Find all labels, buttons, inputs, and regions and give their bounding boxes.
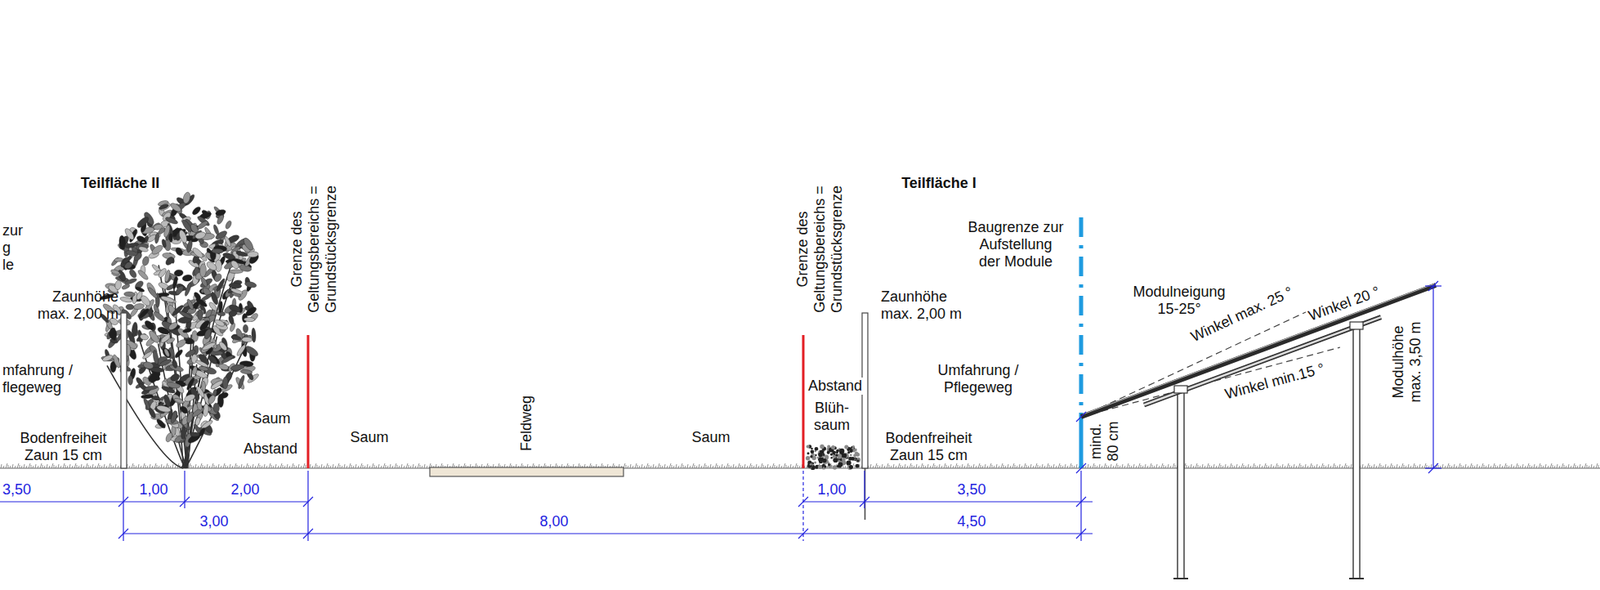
flower-strip <box>805 444 861 470</box>
field-path <box>429 467 624 477</box>
building-line <box>1079 412 1084 469</box>
hedge-shrub <box>98 191 260 469</box>
annotation: Zaunhöhe max. 2,00 m <box>880 288 971 323</box>
module-post <box>1177 391 1185 579</box>
section-title: Teilfläche I <box>901 174 977 193</box>
annotation: Feldweg <box>518 395 536 452</box>
dimension-value: 1,00 <box>817 481 846 499</box>
annotation: Saum <box>349 429 389 447</box>
dimension-value: 8,00 <box>539 513 568 531</box>
dimension-value: 3,50 <box>2 481 32 499</box>
annotation: Abstand <box>806 377 864 395</box>
module-rail <box>1144 317 1382 405</box>
dimension-value: 3,00 <box>199 513 228 531</box>
annotation: Saum <box>250 410 292 428</box>
building-line <box>1079 217 1084 413</box>
fence-post <box>120 312 127 469</box>
annotation: Blüh- saum <box>811 399 853 434</box>
boundary-label: Grenze des Geltungsbereichs = Grundstück… <box>794 178 846 322</box>
post-bracket <box>1174 385 1188 394</box>
annotation: Bodenfreiheit Zaun 15 cm <box>12 429 115 465</box>
dimension-lines <box>0 281 1442 541</box>
post-bracket <box>1349 321 1364 330</box>
section-title: Teilfläche II <box>80 174 161 193</box>
post-foot <box>1349 577 1364 580</box>
angle-label: Winkel min.15 ° <box>1221 359 1328 404</box>
dimension-value: 2,00 <box>230 481 260 499</box>
boundary-line <box>307 335 310 469</box>
dimension-value: mind. 80 cm <box>1087 416 1122 466</box>
annotation: zur g le <box>2 222 4 274</box>
annotation: Abstand <box>243 440 298 458</box>
angle-label: Winkel 20 ° <box>1305 282 1385 326</box>
dimension-value: Modulhöhe max. 3,50 m <box>1389 312 1425 412</box>
post-foot <box>1173 577 1189 580</box>
module-post <box>1353 327 1360 579</box>
annotation: Baugrenze zur Aufstellung der Module <box>967 218 1065 271</box>
boundary-label: Grenze des Geltungsbereichs = Grundstück… <box>288 178 340 322</box>
annotation: Saum <box>691 429 730 447</box>
annotation: Umfahrung / Pflegeweg <box>931 362 1026 397</box>
annotation: Modulneigung 15-25° <box>1126 283 1233 318</box>
fence-post-foot <box>864 468 867 520</box>
annotation: mfahrung / flegeweg <box>2 362 85 397</box>
boundary-line <box>802 335 805 469</box>
module-rail <box>1144 317 1382 405</box>
dimension-value: 4,50 <box>956 513 986 531</box>
dimension-value: 3,50 <box>956 481 986 499</box>
annotation: Bodenfreiheit Zaun 15 cm <box>877 429 980 465</box>
dimension-value: 1,00 <box>138 481 168 499</box>
annotation: Zaunhöhe max. 2,00 m <box>28 288 119 323</box>
